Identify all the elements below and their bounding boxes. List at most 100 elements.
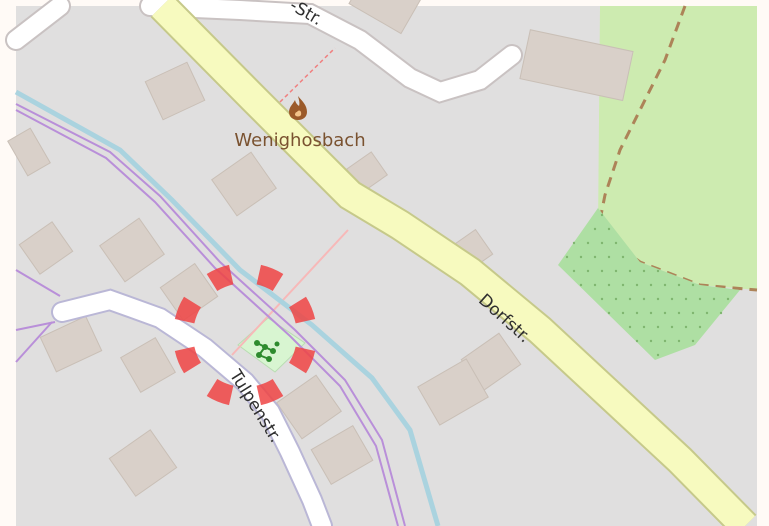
orchard-dot	[670, 297, 674, 301]
admin-boundary	[15, 321, 53, 363]
orchard-dot	[677, 283, 681, 287]
orchard-dot	[600, 213, 604, 217]
admin-boundary	[15, 321, 56, 331]
orchard-dot	[621, 255, 625, 259]
orchard-dot	[565, 255, 569, 259]
buildings	[7, 0, 634, 497]
orchard-dot	[593, 255, 597, 259]
building	[211, 151, 277, 217]
orchard-dot	[698, 325, 702, 329]
orchard-dot	[586, 241, 590, 245]
tulpenstr-road[interactable]	[53, 290, 331, 526]
orchard-dot	[656, 353, 660, 357]
location-marker-segment	[256, 264, 284, 292]
orchard-dot	[642, 269, 646, 273]
orchard-dot	[572, 269, 576, 273]
place-label: Wenighosbach	[234, 130, 365, 151]
admin-boundary	[15, 103, 406, 526]
location-marker-segment	[288, 296, 316, 324]
building	[310, 424, 374, 486]
location-marker-icon[interactable]	[174, 264, 316, 406]
building	[7, 127, 51, 177]
orchard-dot	[593, 227, 597, 231]
orchard-dot	[656, 297, 660, 301]
orchard-dot	[712, 297, 716, 301]
orchard-dot	[663, 339, 667, 343]
orchard-dot	[691, 339, 695, 343]
orchard-dot	[635, 339, 639, 343]
orchard-dot	[600, 241, 604, 245]
orchard-dot	[628, 325, 632, 329]
orchard-dot	[677, 339, 681, 343]
orchard-dot	[586, 269, 590, 273]
meadow-boundary	[596, 5, 758, 292]
dorfstr-road[interactable]	[152, 0, 755, 526]
building	[119, 336, 177, 394]
orchard-dot	[663, 311, 667, 315]
orchard-dot	[691, 283, 695, 287]
orchard-dot	[705, 311, 709, 315]
orchard-dot	[649, 311, 653, 315]
orchard-dot	[642, 297, 646, 301]
orchard-dot	[572, 241, 576, 245]
location-marker-segment	[256, 378, 284, 406]
stream	[14, 89, 441, 526]
orchard-dot	[621, 311, 625, 315]
orchard-dot	[649, 339, 653, 343]
orchard-dot	[614, 269, 618, 273]
orchard-dot	[579, 283, 583, 287]
orchard-pattern	[565, 213, 730, 357]
building	[18, 221, 74, 275]
orchard-dot	[614, 241, 618, 245]
orchard-dot	[656, 325, 660, 329]
minor-road-top[interactable]	[7, 0, 521, 102]
orchard-area	[558, 208, 740, 360]
orchard-dot	[649, 283, 653, 287]
orchard-dot	[628, 297, 632, 301]
orchard-dot	[684, 325, 688, 329]
orchard-dot	[635, 283, 639, 287]
building	[159, 262, 219, 322]
orchard-dot	[621, 283, 625, 287]
building	[276, 374, 342, 440]
orchard-dot	[684, 297, 688, 301]
orchard-dot	[635, 311, 639, 315]
orchard-dot	[677, 311, 681, 315]
orchard-dot	[607, 283, 611, 287]
admin-boundaries	[15, 103, 406, 526]
building	[144, 61, 206, 121]
location-marker-segment	[174, 346, 202, 374]
building	[39, 315, 103, 373]
location-marker-segment	[288, 346, 316, 374]
building	[348, 0, 428, 35]
orchard-dot	[691, 311, 695, 315]
building	[519, 29, 634, 102]
orchard-dot	[607, 227, 611, 231]
meadow-area	[598, 6, 757, 290]
orchard-dot	[614, 297, 618, 301]
orchard-dot	[726, 297, 730, 301]
building	[99, 217, 165, 283]
location-marker-segment	[206, 264, 234, 292]
location-marker-segment	[174, 296, 202, 324]
admin-boundary	[15, 109, 399, 526]
orchard-dot	[607, 311, 611, 315]
orchard-dot	[698, 297, 702, 301]
footpath	[279, 47, 336, 103]
fire-station-icon[interactable]	[289, 96, 307, 120]
building	[417, 358, 489, 426]
orchard-dot	[600, 269, 604, 273]
orchard-dot	[579, 255, 583, 259]
orchard-dot	[670, 325, 674, 329]
orchard-dot	[593, 283, 597, 287]
orchard-dot	[719, 311, 723, 315]
footpath	[231, 229, 349, 356]
orchard-dot	[607, 255, 611, 259]
orchard-dot	[663, 283, 667, 287]
orchard-dot	[600, 297, 604, 301]
orchard-dot	[656, 269, 660, 273]
playground-icon[interactable]	[254, 340, 280, 362]
admin-boundary	[15, 269, 61, 297]
